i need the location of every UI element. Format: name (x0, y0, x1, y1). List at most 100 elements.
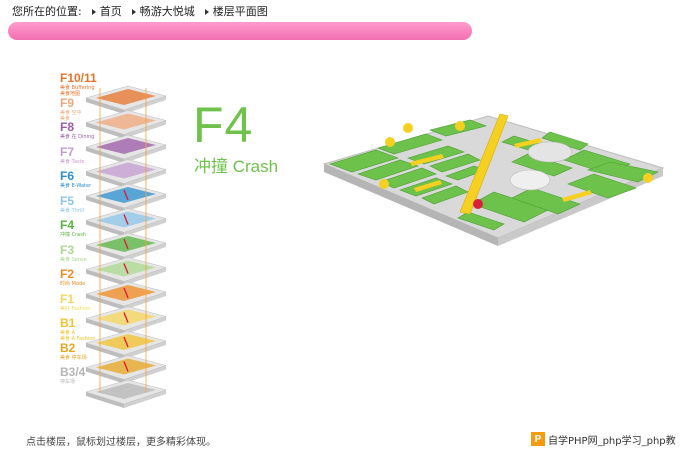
floor-plate-side-right (124, 218, 166, 237)
floor-plate-side (86, 171, 124, 188)
floor-sublabel: 美食 A 美食 A Fashion (60, 330, 96, 342)
floor-label-f10-11[interactable]: F10/11 (60, 71, 97, 85)
floor-label-f1[interactable]: F1 (60, 291, 75, 306)
breadcrumb-floor-plan-label: 楼层平面图 (212, 5, 268, 18)
floor-label-f5[interactable]: F5 (60, 193, 75, 208)
breadcrumb-floor-plan[interactable]: 楼层平面图 (204, 4, 268, 20)
floor-plate-side (86, 98, 124, 114)
shop-block (357, 159, 419, 181)
shop-block (511, 153, 573, 177)
floor-plate-side-right (124, 390, 166, 408)
breadcrumb-home[interactable]: 首页 (91, 4, 122, 20)
floor-plate-side (86, 122, 124, 139)
floor-plate-side-right (124, 316, 166, 335)
breadcrumb-explore[interactable]: 畅游大悦城 (131, 4, 195, 20)
floor-plate-side-right (124, 341, 166, 359)
floor-plate-side-right (124, 145, 166, 163)
breadcrumb-explore-label: 畅游大悦城 (139, 5, 195, 18)
current-floor-name: 冲撞 Crash (194, 157, 279, 176)
floor-plate[interactable] (85, 306, 167, 335)
floor-sublabel: 停车场 (60, 379, 76, 385)
breadcrumb: 您所在的位置: 首页 畅游大悦城 楼层平面图 (12, 4, 277, 20)
floor-sublabel: 冲撞 Crash (60, 232, 86, 238)
restroom-icon (455, 121, 465, 131)
breadcrumb-home-label: 首页 (99, 5, 122, 18)
floor-plate-side (86, 367, 124, 384)
escalator-mark (123, 214, 129, 225)
floor-plate[interactable] (85, 85, 167, 114)
floor-sublabel: 美食 Thrill (60, 207, 85, 214)
floor-plate-shops (96, 113, 156, 130)
floor-plate-side (86, 196, 124, 212)
arrow-right-icon (204, 9, 209, 15)
floor-label-f4[interactable]: F4 (60, 218, 75, 232)
floor-label-b2[interactable]: B2 (60, 340, 76, 355)
floor-label-b1[interactable]: B1 (60, 316, 76, 330)
floor-sublabel: 美食 Taste (60, 158, 85, 165)
map-base-side (324, 164, 498, 246)
floor-plate[interactable] (85, 159, 167, 188)
floor-plate[interactable] (85, 379, 167, 408)
floor-label-f9[interactable]: F9 (60, 95, 75, 110)
shop-block (329, 149, 399, 173)
arrow-right-icon (91, 9, 96, 15)
shop-block (429, 153, 481, 173)
escalator-mark (123, 189, 129, 201)
floor-plate[interactable] (85, 257, 167, 286)
restroom-icon (385, 137, 395, 147)
floor-label-f7[interactable]: F7 (60, 144, 75, 159)
shop-block (457, 211, 505, 231)
floor-plate[interactable] (85, 355, 167, 384)
floor-sublabel: 美食 Buffering 美食地图 (60, 85, 95, 97)
current-floor-code: F4 (193, 97, 254, 153)
floor-sublabel: 时尚 Mode (60, 281, 86, 287)
shop-block (377, 133, 443, 155)
floor-plate[interactable] (85, 208, 167, 237)
escalator (414, 180, 442, 192)
floor-plate-side-right (124, 365, 166, 384)
header-bar (8, 22, 472, 40)
floor-plate[interactable] (85, 134, 167, 163)
shop-block (379, 167, 437, 189)
shop-block (541, 131, 589, 151)
floor-plate[interactable] (85, 183, 167, 212)
floor-plate-shops (96, 383, 156, 399)
escalator-mark (123, 263, 129, 274)
floor-plate-shops (96, 162, 156, 179)
floor-sublabel: 美食 空中 美食 (60, 109, 82, 122)
escalator-mark (123, 336, 129, 348)
floor-label-b3-4[interactable]: B3/4 (60, 365, 86, 379)
floor-plate-shops (96, 138, 156, 154)
main-escalator (459, 113, 509, 215)
arrow-right-icon (131, 9, 136, 15)
floor-label-f6[interactable]: F6 (60, 169, 75, 183)
floor-plate[interactable] (85, 232, 167, 261)
plaza-circle-2 (527, 141, 573, 163)
floor-plate[interactable] (85, 110, 167, 139)
breadcrumb-prefix: 您所在的位置: (12, 5, 82, 18)
floor-plate-side (86, 343, 124, 359)
floor-plate-side-right (124, 292, 166, 310)
escalator (562, 190, 592, 202)
restroom-icon (403, 123, 413, 133)
floor-plate[interactable] (85, 330, 167, 359)
floor-label-f8[interactable]: F8 (60, 120, 75, 134)
floor-sublabel: 美食 E-Water (60, 183, 92, 189)
floor-plate-side (86, 318, 124, 335)
watermark-text: 自学PHP网_php学习_php教 (548, 435, 676, 447)
floor-label-f2[interactable]: F2 (60, 267, 75, 281)
floor-plate-side (86, 294, 124, 310)
floor-label-f3[interactable]: F3 (60, 242, 75, 257)
shop-block (586, 161, 659, 183)
floor-plate-side-right (124, 96, 166, 114)
escalator (514, 138, 542, 148)
floor-sublabel: 美好 Fashion (60, 305, 91, 312)
escalator-mark (123, 238, 129, 250)
floor-plate[interactable] (85, 281, 167, 310)
floor-map[interactable] (318, 100, 668, 250)
floor-plate-side (86, 392, 124, 408)
floor-sublabel: 美食 停车场 (60, 354, 87, 361)
floor-plate-side-right (124, 267, 166, 286)
floor-stack-plates[interactable] (84, 82, 170, 412)
